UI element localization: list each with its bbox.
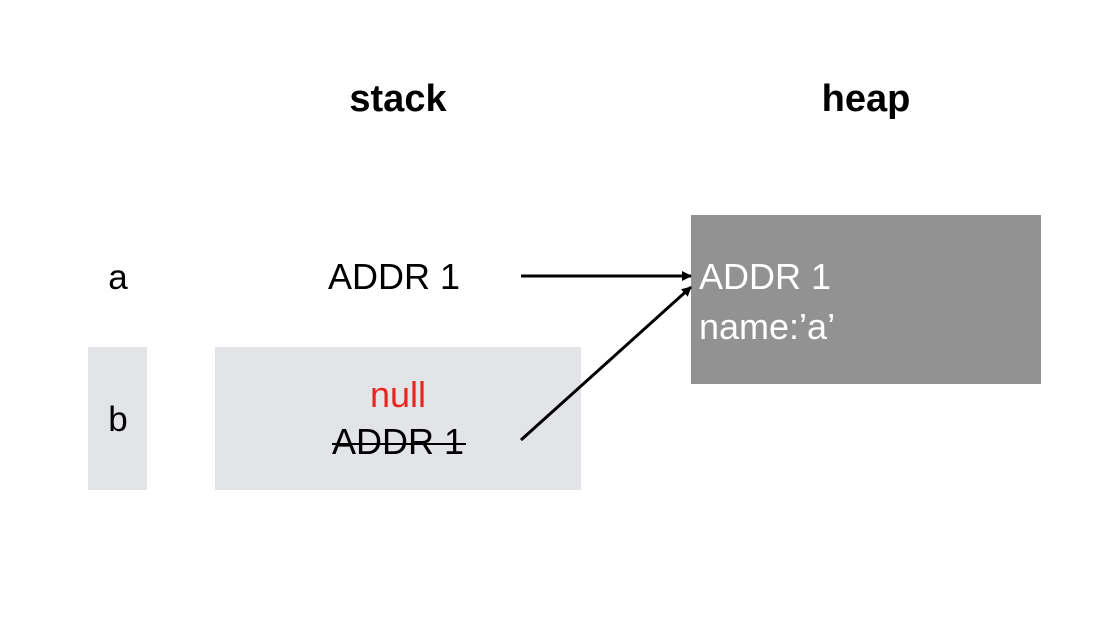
struck-address: ADDR 1 — [331, 421, 467, 463]
variable-b-value-highlight — [215, 347, 581, 490]
variable-b-label: b — [108, 400, 128, 439]
variable-a-value: ADDR 1 — [328, 256, 461, 297]
heap-object-field: name:’a’ — [699, 306, 836, 347]
stack-heading: stack — [349, 78, 447, 120]
heap-heading: heap — [821, 78, 911, 120]
variable-a-label: a — [108, 258, 128, 297]
struck-address-text: ADDR 1 — [331, 421, 465, 462]
heap-object-address: ADDR 1 — [699, 256, 832, 297]
variable-b-old-value: ADDR 1 — [215, 421, 581, 463]
strikethrough-line — [331, 443, 467, 445]
heap-object-box — [691, 215, 1041, 384]
variable-b-null-value: null — [369, 374, 427, 415]
variable-b-label-highlight — [88, 347, 147, 490]
